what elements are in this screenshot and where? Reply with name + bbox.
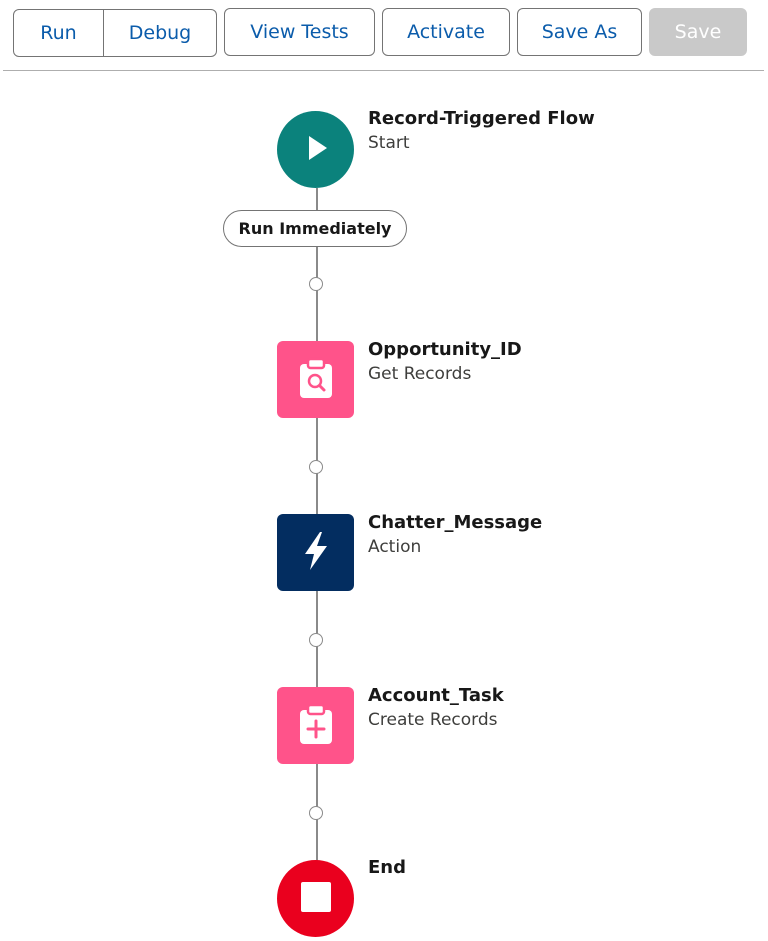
view-tests-button[interactable]: View Tests: [224, 8, 375, 56]
action-node-subtitle: Action: [368, 537, 422, 557]
connector-line: [316, 247, 318, 342]
get-records-node-title: Opportunity_ID: [368, 339, 522, 360]
create-records-node-label: Account_Task Create Records: [368, 684, 504, 732]
end-node[interactable]: [277, 860, 354, 937]
get-records-node[interactable]: [277, 341, 354, 418]
add-element-node[interactable]: [309, 633, 323, 647]
start-node-label: Record-Triggered Flow Start: [368, 107, 595, 155]
create-records-node[interactable]: [277, 687, 354, 764]
lightning-bolt-icon: [294, 529, 338, 577]
connector-line: [316, 188, 318, 210]
clipboard-plus-icon: [292, 700, 340, 752]
debug-button[interactable]: Debug: [104, 9, 217, 57]
run-debug-button-group: Run Debug: [13, 9, 217, 57]
create-records-node-title: Account_Task: [368, 685, 504, 706]
action-node-label: Chatter_Message Action: [368, 511, 542, 559]
end-node-label: End: [368, 856, 406, 880]
start-node[interactable]: [277, 111, 354, 188]
clipboard-search-icon: [292, 354, 340, 406]
add-element-node[interactable]: [309, 460, 323, 474]
toolbar-divider: [3, 70, 764, 71]
action-node[interactable]: [277, 514, 354, 591]
get-records-node-subtitle: Get Records: [368, 364, 472, 384]
run-button[interactable]: Run: [13, 9, 104, 57]
add-element-node[interactable]: [309, 277, 323, 291]
save-as-button[interactable]: Save As: [517, 8, 642, 56]
action-node-title: Chatter_Message: [368, 512, 543, 533]
save-button: Save: [649, 8, 747, 56]
end-node-title: End: [368, 857, 406, 878]
play-icon: [299, 131, 333, 169]
start-node-title: Record-Triggered Flow: [368, 108, 595, 129]
start-node-subtitle: Start: [368, 133, 410, 153]
run-immediately-path-label[interactable]: Run Immediately: [223, 210, 407, 247]
add-element-node[interactable]: [309, 806, 323, 820]
stop-icon: [298, 879, 334, 919]
create-records-node-subtitle: Create Records: [368, 710, 498, 730]
activate-button[interactable]: Activate: [382, 8, 510, 56]
flow-toolbar: Run Debug View Tests Activate Save As Sa…: [13, 8, 747, 58]
get-records-node-label: Opportunity_ID Get Records: [368, 338, 522, 386]
